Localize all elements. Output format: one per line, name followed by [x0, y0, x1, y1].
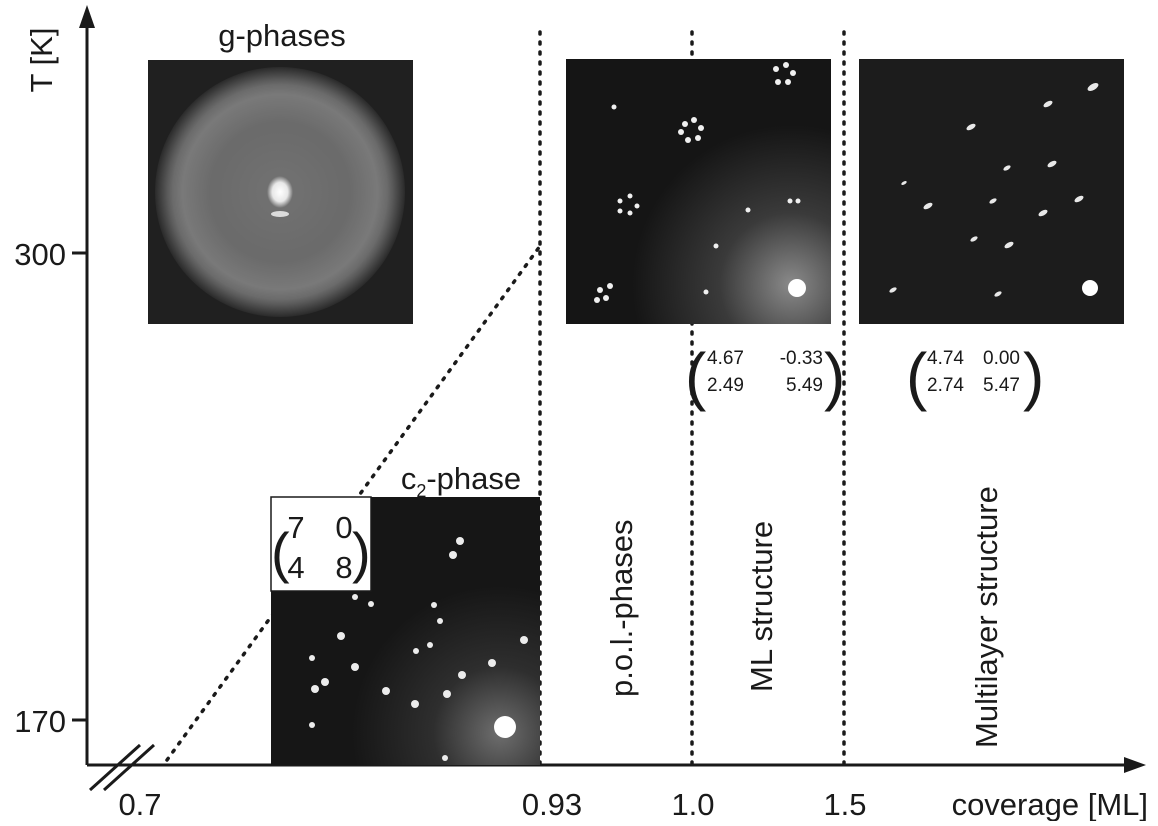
- y-axis-label: T [K]: [24, 28, 59, 93]
- matrix-multilayer-paren-left: (: [906, 340, 927, 412]
- y-tick-label-170: 170: [14, 704, 66, 739]
- specular-spot: [267, 176, 293, 208]
- matrix-multilayer-cell: 0.00: [983, 348, 1020, 369]
- label-ml-structure: ML structure: [744, 521, 779, 692]
- matrix-multilayer-cell: 4.74: [927, 348, 964, 369]
- matrix-c2-cell: 4: [287, 550, 304, 585]
- y-tick-label-300: 300: [14, 237, 66, 272]
- x-axis: [87, 757, 1146, 773]
- x-axis-label: coverage [ML]: [952, 787, 1148, 821]
- matrix-multilayer-cell: 5.47: [983, 375, 1020, 396]
- panel-pol-phases: [566, 59, 831, 324]
- x-tick-label-1.5: 1.5: [823, 787, 866, 821]
- label-g-phases: g-phases: [218, 18, 346, 53]
- x-tick-label-0.93: 0.93: [522, 787, 582, 821]
- x-tick-label-1.0: 1.0: [671, 787, 714, 821]
- matrix-c2-paren-right: ): [352, 521, 371, 584]
- matrix-ml-cell: 5.49: [786, 375, 823, 396]
- label-c2-rest: -phase: [426, 461, 521, 496]
- panel-multilayer: [859, 59, 1124, 324]
- label-multilayer-structure: Multilayer structure: [969, 486, 1004, 748]
- matrix-ml-paren-left: (: [685, 340, 706, 412]
- matrix-multilayer-cell: 2.74: [927, 375, 964, 396]
- matrix-ml-cell: -0.33: [780, 348, 823, 369]
- matrix-multilayer: ( ) 4.74 0.00 2.74 5.47: [906, 340, 1044, 412]
- x-tick-label-0.7: 0.7: [118, 787, 161, 821]
- g-phase-boundary-line: [165, 244, 542, 762]
- label-c2-main: c: [401, 461, 417, 496]
- matrix-c2-paren-left: (: [271, 521, 290, 584]
- matrix-c2: ( ) 7 0 4 8: [270, 496, 372, 592]
- diffraction-spot: [271, 211, 289, 217]
- panel-g-phases: [148, 60, 413, 324]
- label-c2-sub: 2: [416, 481, 426, 501]
- matrix-multilayer-paren-right: ): [1023, 340, 1044, 412]
- matrix-c2-cell: 0: [335, 510, 352, 545]
- label-pol-phases: p.o.l.-phases: [604, 520, 639, 698]
- matrix-c2-cell: 7: [287, 510, 304, 545]
- matrix-c2-cell: 8: [335, 550, 352, 585]
- label-c2-phase: c2-phase: [401, 461, 521, 501]
- axis-break-marks: [88, 743, 156, 792]
- matrix-ml-paren-right: ): [824, 340, 845, 412]
- matrix-ml-cell: 2.49: [707, 375, 744, 396]
- matrix-ml: ( ) 4.67 -0.33 2.49 5.49: [685, 340, 845, 412]
- y-axis: [79, 5, 95, 765]
- matrix-ml-cell: 4.67: [707, 348, 744, 369]
